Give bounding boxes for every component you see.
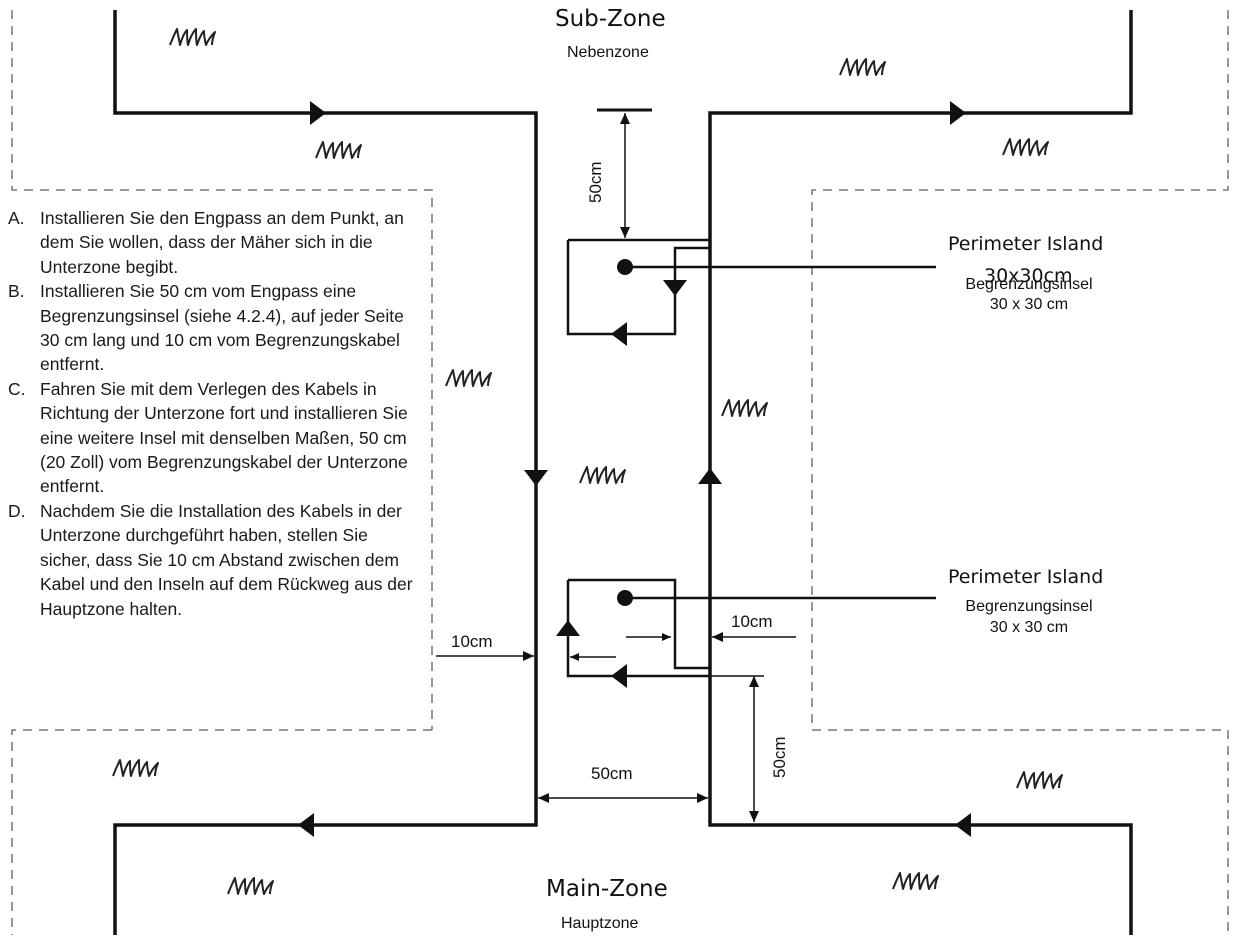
arrow-head-icon bbox=[698, 468, 722, 484]
arrow-head-icon bbox=[524, 470, 548, 486]
instruction-letter: D. bbox=[8, 500, 26, 521]
main-zone-title: Main-Zone bbox=[546, 876, 668, 902]
arrow-head-icon bbox=[611, 322, 627, 346]
arrow-head-icon bbox=[556, 620, 580, 636]
grass-tuft-icon bbox=[1002, 138, 1049, 156]
arrow-head-icon bbox=[611, 664, 627, 688]
grass-tuft-icon bbox=[892, 872, 939, 890]
arrow-head-icon bbox=[570, 653, 579, 661]
arrow-head-icon bbox=[663, 280, 687, 296]
arrow-head-icon bbox=[538, 793, 549, 803]
arrow-head-icon bbox=[310, 101, 326, 125]
instruction-letter: A. bbox=[8, 208, 25, 228]
grass-tuft-icon bbox=[445, 369, 492, 387]
instruction-list: A. Installieren Sie den Engpass an dem P… bbox=[8, 206, 418, 621]
sub-zone-border-right bbox=[811, 10, 1229, 730]
arrow-head-icon bbox=[620, 227, 630, 238]
grass-tuft-icon bbox=[169, 28, 216, 46]
wire-outer-right bbox=[708, 10, 1133, 935]
grass-tuft-icon bbox=[579, 466, 626, 484]
arrow-head-icon bbox=[620, 113, 630, 124]
instruction-text: Nachdem Sie die Installation des Kabels … bbox=[40, 500, 413, 619]
dimension-lines bbox=[436, 108, 796, 822]
instruction-letter: C. bbox=[8, 378, 26, 399]
arrow-head-icon bbox=[298, 813, 314, 837]
right-offset-label: 10cm bbox=[731, 612, 773, 631]
lower-island-title: Perimeter Island bbox=[948, 566, 1104, 588]
left-offset-label: 10cm bbox=[451, 632, 493, 651]
lower-gap-label: 50cm bbox=[770, 736, 789, 778]
grass-tuft-icon bbox=[839, 58, 886, 76]
arrow-head-icon bbox=[662, 633, 671, 641]
grass-tuft-icon bbox=[721, 399, 768, 417]
instruction-letter: B. bbox=[8, 281, 25, 302]
instruction-item: A. Installieren Sie den Engpass an dem P… bbox=[8, 206, 418, 279]
instruction-item: B. Installieren Sie 50 cm vom Engpass ei… bbox=[8, 279, 418, 377]
arrow-head-icon bbox=[955, 813, 971, 837]
instruction-text: Fahren Sie mit dem Verlegen des Kabels i… bbox=[40, 378, 408, 497]
sub-zone-subtitle: Nebenzone bbox=[567, 44, 649, 61]
upper-island-size-overlap: 30x30cm bbox=[984, 265, 1073, 287]
lower-island bbox=[566, 578, 936, 678]
arrow-head-icon bbox=[712, 632, 723, 642]
upper-gap-label: 50cm bbox=[586, 161, 605, 203]
direction-arrows bbox=[298, 101, 971, 837]
zone-borders bbox=[11, 10, 1229, 935]
sub-zone-title: Sub-Zone bbox=[555, 6, 666, 32]
upper-island bbox=[566, 238, 936, 336]
instruction-item: D. Nachdem Sie die Installation des Kabe… bbox=[8, 499, 418, 621]
arrow-head-icon bbox=[950, 101, 966, 125]
lower-island-size: 30 x 30 cm bbox=[989, 619, 1069, 636]
upper-island-box bbox=[566, 238, 710, 336]
grass-tuft-icon bbox=[112, 759, 159, 777]
grass-tuft-icon bbox=[1016, 771, 1063, 789]
arrow-head-icon bbox=[749, 676, 759, 687]
arrow-head-icon bbox=[523, 651, 534, 661]
arrow-head-icon bbox=[697, 793, 708, 803]
arrow-head-icon bbox=[749, 811, 759, 822]
wire-outer-left bbox=[113, 10, 538, 935]
corridor-width-label: 50cm bbox=[591, 764, 633, 783]
main-zone-border-left bbox=[11, 729, 432, 935]
instruction-text: Installieren Sie 50 cm vom Engpass eine … bbox=[40, 281, 404, 375]
lower-island-subtitle: Begrenzungsinsel bbox=[965, 598, 1093, 615]
grass-tuft-icon bbox=[315, 141, 362, 159]
main-zone-subtitle: Hauptzone bbox=[561, 915, 639, 932]
instruction-item: C. Fahren Sie mit dem Verlegen des Kabel… bbox=[8, 377, 418, 499]
instruction-text: Installieren Sie den Engpass an dem Punk… bbox=[40, 208, 404, 277]
grass-tuft-icon bbox=[227, 877, 274, 895]
sub-zone-border-left bbox=[11, 10, 433, 730]
upper-island-subtitle: Begrenzungsinsel bbox=[965, 276, 1093, 293]
upper-island-size: 30 x 30 cm bbox=[989, 296, 1069, 313]
lower-island-box bbox=[566, 578, 710, 678]
upper-island-title: Perimeter Island bbox=[948, 233, 1104, 255]
main-zone-border-right bbox=[812, 729, 1229, 935]
